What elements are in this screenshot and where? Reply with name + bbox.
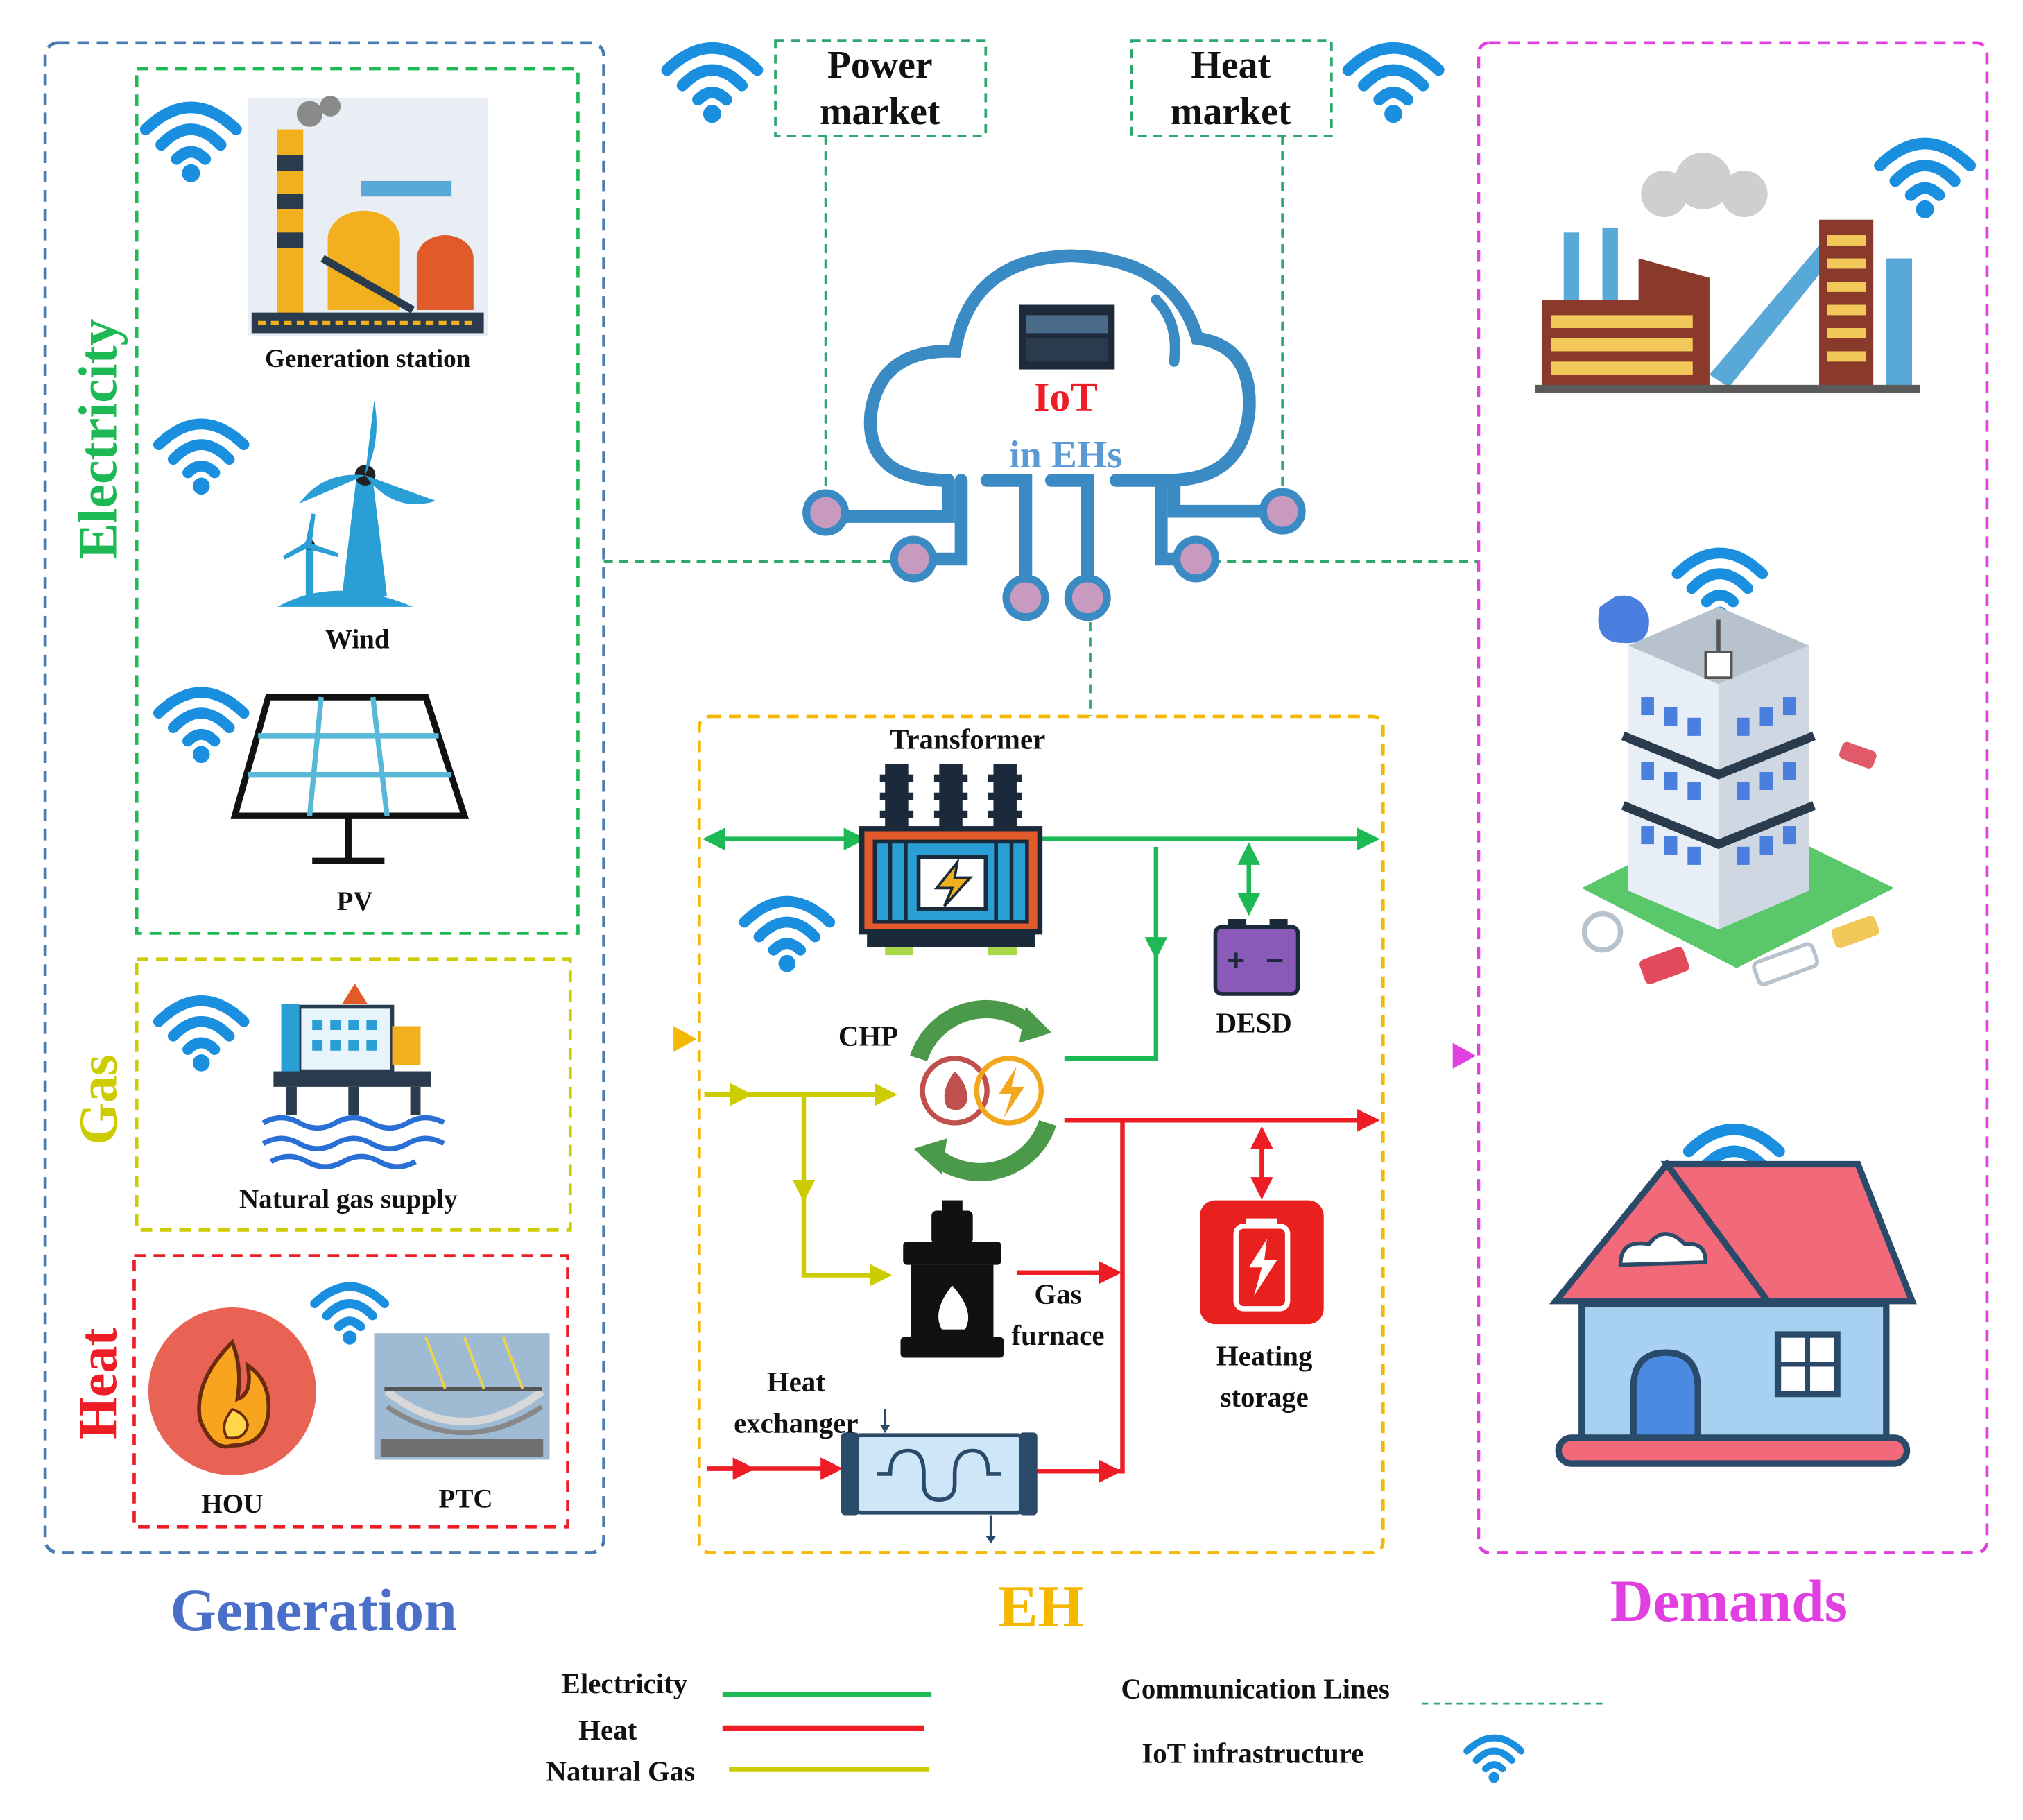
heat-vertical-label: Heat	[67, 1328, 128, 1439]
heat-exchanger-line1: Heat	[767, 1366, 825, 1398]
heating-storage-line1: Heating	[1216, 1341, 1313, 1372]
wifi-icon	[1880, 144, 1970, 218]
heat-exchanger-icon	[841, 1409, 1038, 1544]
legend: Electricity Heat Natural Gas Communicati…	[546, 1668, 1608, 1787]
hou-label: HOU	[201, 1489, 263, 1519]
electricity-flows	[702, 827, 1380, 1061]
desd-battery-icon: + −	[1213, 919, 1300, 996]
generation-station-label: Generation station	[265, 345, 471, 373]
pv-panel-icon	[230, 694, 470, 864]
gas-group-border	[135, 957, 572, 1232]
eh-section: Transformer + − DESD CHP	[606, 714, 1477, 1639]
iot-cloud-icon	[819, 249, 1289, 601]
wifi-icon	[744, 902, 829, 972]
in-ehs-label: in EHs	[1009, 433, 1122, 477]
svg-text:−: −	[1266, 943, 1284, 977]
heat-exchanger-line2: exchanger	[734, 1407, 858, 1439]
legend-natural-gas-label: Natural Gas	[546, 1756, 695, 1787]
wifi-icon	[667, 48, 757, 123]
heating-storage-line2: storage	[1221, 1382, 1309, 1413]
generation-border	[43, 41, 605, 1554]
legend-iot-label: IoT infrastructure	[1142, 1738, 1363, 1769]
natural-gas-platform-icon	[261, 984, 445, 1169]
industrial-demand-icon	[1535, 152, 1920, 393]
pv-label: PV	[337, 886, 373, 916]
electricity-vertical-label: Electricity	[67, 318, 128, 559]
legend-communication-label: Communication Lines	[1121, 1674, 1390, 1705]
wind-label: Wind	[325, 624, 390, 654]
gas-vertical-label: Gas	[67, 1054, 128, 1144]
hou-fire-icon	[148, 1307, 316, 1475]
furnace-flame	[938, 1285, 969, 1330]
demands-border	[1477, 41, 1989, 1554]
chp-label: CHP	[838, 1020, 898, 1051]
eh-border	[697, 714, 1385, 1554]
commercial-building-demand-icon	[1581, 595, 1894, 986]
gas-flows	[704, 1083, 897, 1287]
wifi-icon	[146, 108, 236, 182]
eh-title: EH	[998, 1573, 1084, 1639]
power-market-line1: Power	[827, 44, 933, 87]
wifi-icon	[315, 1287, 385, 1345]
svg-text:+: +	[1227, 943, 1245, 977]
legend-wifi-icon	[1467, 1738, 1521, 1783]
wifi-icon	[159, 424, 244, 495]
electricity-group-border	[135, 67, 580, 935]
transformer-label: Transformer	[890, 723, 1045, 755]
markets-and-cloud: Power market Heat market	[603, 39, 1479, 716]
power-market-box	[774, 39, 988, 137]
heat-market-line1: Heat	[1191, 44, 1271, 87]
cloud-node-dots	[802, 488, 1306, 621]
demands-section: Demands	[1477, 41, 1989, 1634]
heat-flows	[707, 1108, 1380, 1483]
demands-title: Demands	[1610, 1568, 1848, 1634]
gas-furnace-icon	[900, 1200, 1004, 1358]
desd-label: DESD	[1216, 1008, 1292, 1039]
generation-title: Generation	[170, 1577, 456, 1643]
wind-turbine-icon	[277, 400, 436, 607]
iot-label: IoT	[1033, 374, 1098, 420]
communication-lines	[603, 135, 1479, 716]
heating-storage-icon	[1200, 1200, 1324, 1325]
wifi-icon	[159, 692, 244, 763]
legend-electricity-label: Electricity	[562, 1668, 688, 1699]
gas-furnace-line1: Gas	[1034, 1278, 1081, 1310]
natural-gas-supply-label: Natural gas supply	[239, 1185, 458, 1214]
heat-market-box	[1130, 39, 1333, 137]
wifi-icon	[159, 1001, 244, 1072]
gas-furnace-line2: furnace	[1011, 1320, 1104, 1351]
power-market-line2: market	[820, 90, 940, 133]
legend-heat-label: Heat	[578, 1715, 637, 1746]
generation-station-icon	[248, 96, 488, 336]
residential-house-demand-icon	[1549, 1158, 1917, 1467]
heat-market-line2: market	[1171, 90, 1291, 133]
chp-icon	[903, 1000, 1063, 1181]
transformer-icon	[859, 764, 1043, 956]
wifi-icon	[1348, 48, 1438, 123]
ptc-label: PTC	[439, 1484, 493, 1513]
heat-group-border	[132, 1254, 569, 1529]
ptc-solar-collector-icon	[374, 1333, 550, 1460]
generation-section: Electricity Gas Heat Generation station	[43, 41, 605, 1643]
